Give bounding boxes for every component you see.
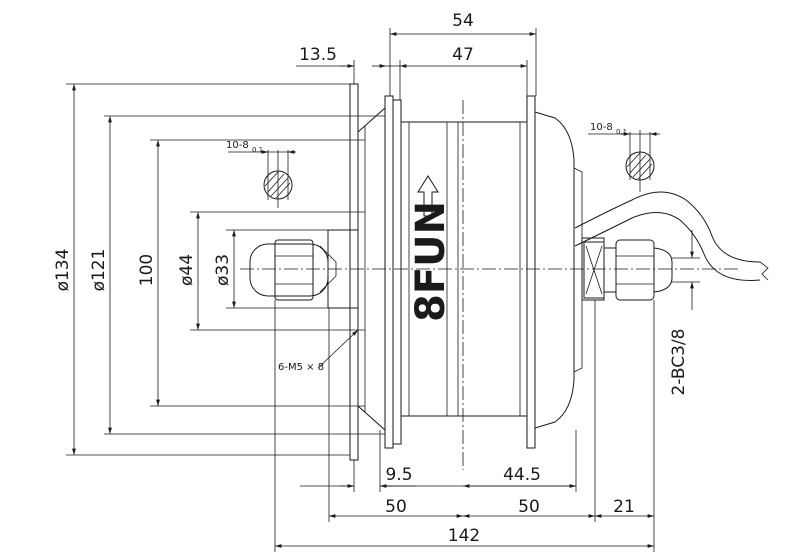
right-flat-label: 10-8	[590, 122, 613, 133]
screw-note: 6-M5 × 8	[278, 362, 324, 373]
centerlines	[240, 100, 740, 470]
left-axle-nut	[249, 239, 337, 301]
left-flat-label: 10-8	[226, 140, 249, 151]
left-flat-section	[228, 150, 296, 208]
left-flat-sub: 0.1	[252, 146, 263, 154]
dim-13-5: 13.5	[299, 45, 337, 65]
right-flat-sub: 0.1	[616, 128, 627, 136]
dim-54: 54	[452, 11, 474, 31]
motor-body	[327, 83, 605, 461]
dim-100: 100	[137, 254, 157, 286]
dim-44-5: 44.5	[503, 465, 541, 485]
dim-21: 21	[613, 497, 635, 517]
dim-dia-33: ø33	[213, 254, 233, 286]
dim-dia-121: ø121	[89, 249, 109, 292]
dimension-labels: 54 47 13.5 ø134 ø121 100 ø44 ø33 2-BC3/8…	[53, 11, 689, 546]
dim-47: 47	[452, 45, 474, 65]
right-flat-section	[588, 130, 660, 192]
dim-dia-134: ø134	[53, 249, 73, 292]
dim-dia-44: ø44	[177, 254, 197, 286]
dim-142: 142	[448, 526, 480, 546]
dim-9-5: 9.5	[385, 465, 412, 485]
dimension-geometry	[66, 28, 700, 552]
right-axle-nut	[583, 239, 673, 301]
logo-8fun: 8FUN	[408, 175, 454, 322]
cable	[574, 191, 769, 281]
logo-text: 8FUN	[408, 201, 454, 322]
dim-50-right: 50	[518, 497, 540, 517]
dim-thread: 2-BC3/8	[669, 329, 689, 396]
dim-50-left: 50	[385, 497, 407, 517]
